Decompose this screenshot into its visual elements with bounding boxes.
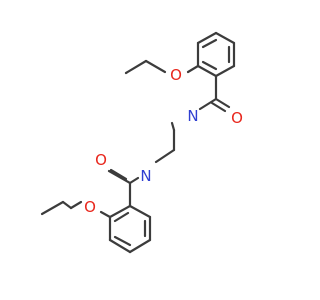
atom-o-carbonyl-bottom: O	[95, 151, 107, 169]
top-amide	[198, 74, 231, 113]
ethylene-linker	[154, 121, 176, 164]
atom-n-top: N	[187, 107, 198, 125]
top-ethoxy-group	[124, 59, 200, 75]
bottom-benzene-ring	[108, 204, 152, 254]
atom-n-bottom: N	[140, 167, 151, 185]
molecule-diagram: O O N N O O	[40, 31, 243, 254]
bottom-ethoxy-group	[40, 200, 112, 219]
bottom-amide	[107, 168, 140, 208]
atom-o-carbonyl-top: O	[231, 109, 243, 127]
structure-drawing: O O N N O O	[40, 31, 243, 254]
atom-o-ether-bottom: O	[84, 198, 96, 216]
top-benzene-ring	[196, 31, 236, 78]
atom-o-ether-top: O	[170, 66, 182, 84]
